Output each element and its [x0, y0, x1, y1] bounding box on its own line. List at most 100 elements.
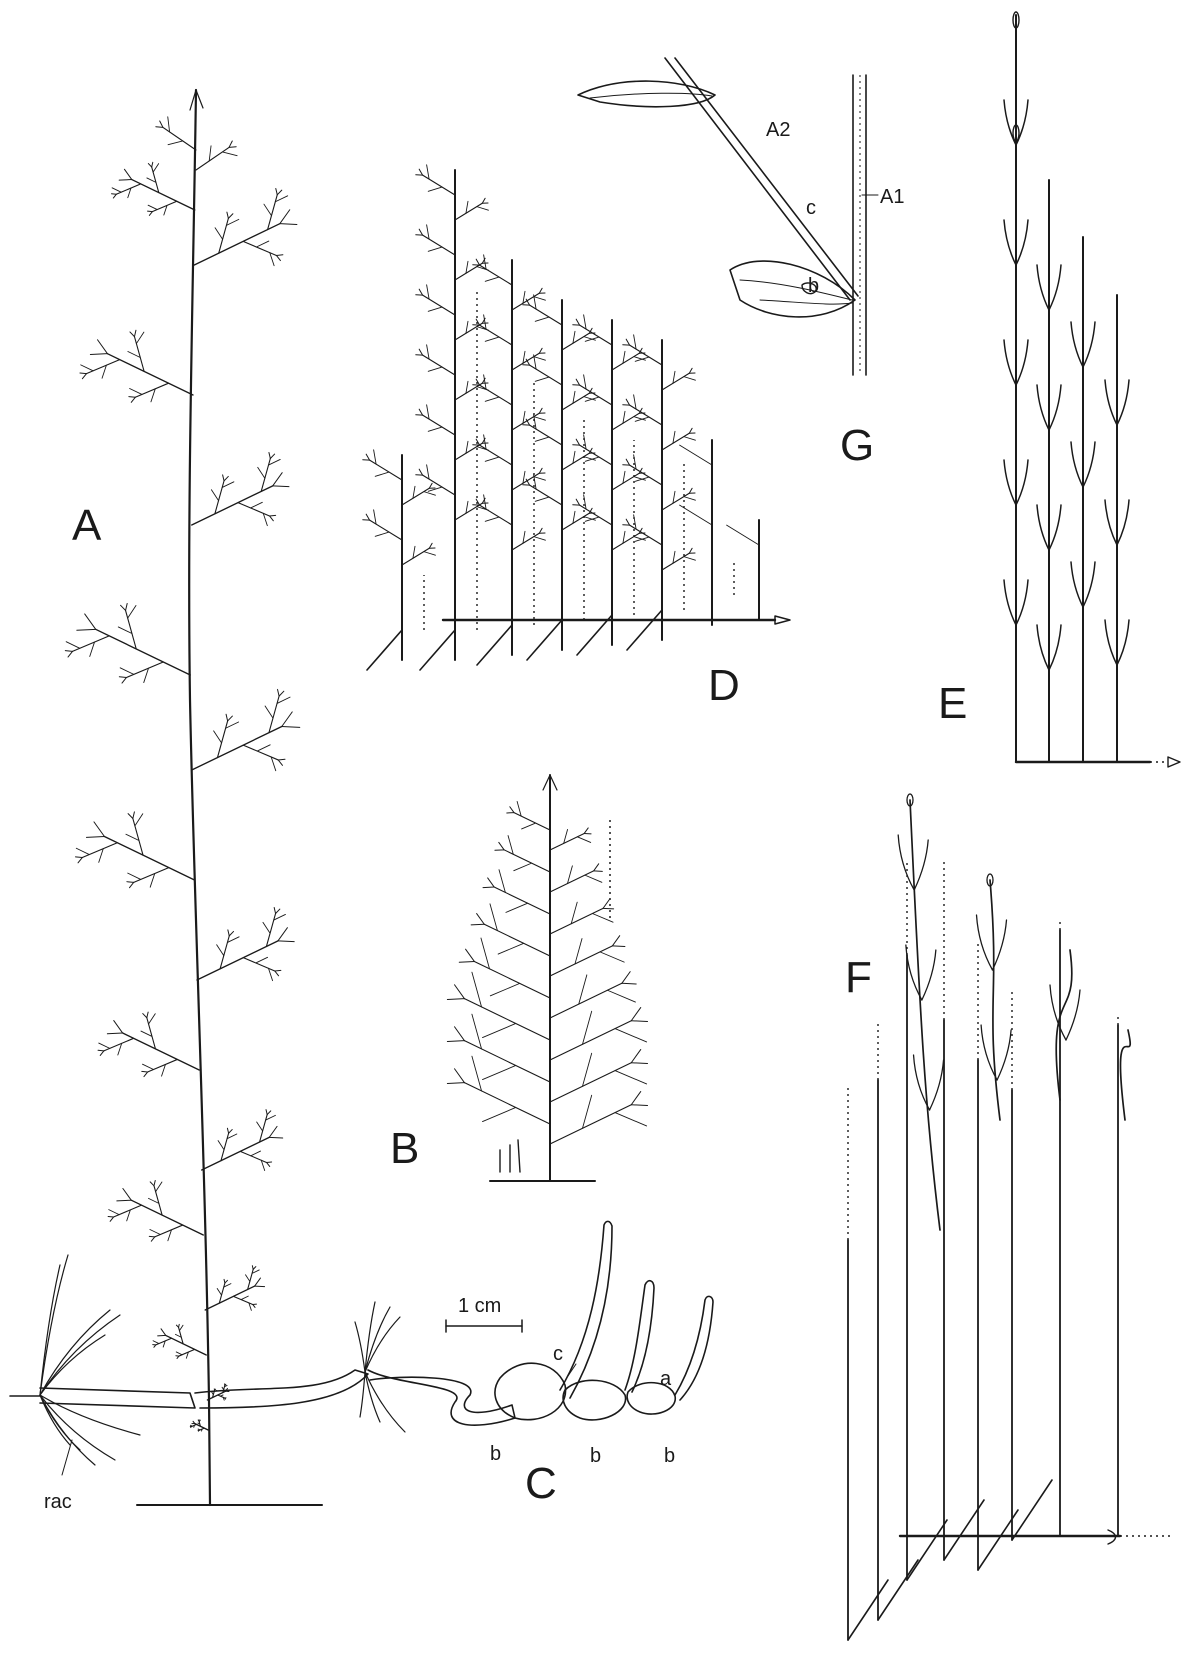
- panel-d-branch: [523, 351, 525, 363]
- panel-label-g: G: [840, 421, 874, 470]
- panel-a-branch: [114, 1021, 123, 1033]
- panel-b-branch: [514, 813, 550, 830]
- panel-e-side-shoot: [1117, 380, 1129, 425]
- panel-d-branch: [634, 515, 636, 529]
- panel-a-branch: [77, 629, 96, 630]
- panel-b-branch: [550, 1063, 631, 1102]
- panel-a-branch: [130, 332, 135, 337]
- panel-e-side-shoot: [1049, 625, 1061, 670]
- panel-a-branch: [227, 212, 228, 218]
- panel-d-branch: [662, 373, 689, 390]
- panel-a-branch: [114, 1205, 142, 1217]
- panel-a-branch: [278, 760, 282, 765]
- panel-d-branch: [480, 445, 512, 465]
- panel-d-branch: [419, 169, 422, 175]
- panel-b-branch: [483, 1065, 516, 1079]
- panel-b-branch: [550, 871, 594, 892]
- panel-d-branch: [419, 409, 422, 415]
- panel-a-branch: [225, 1280, 228, 1283]
- panel-d-branch: [662, 493, 689, 510]
- panel-a-branch: [129, 882, 133, 887]
- panel-b-branch: [622, 972, 630, 984]
- label-b-1: b: [490, 1443, 501, 1465]
- panel-a-branch: [112, 188, 121, 192]
- panel-label-a: A: [72, 501, 102, 550]
- panel-d-branch: [680, 445, 712, 465]
- panel-a-branch: [134, 868, 169, 883]
- panel-d-branch: [535, 317, 549, 321]
- panel-a-branch: [80, 373, 86, 374]
- panel-a-branch: [127, 882, 134, 883]
- panel-b-branch: [483, 1023, 516, 1037]
- panel-d-branch: [573, 331, 575, 343]
- panel-d-branch: [584, 435, 586, 449]
- panel-a-branch: [276, 188, 277, 194]
- panel-a-branch: [65, 651, 72, 652]
- panel-a-branch: [131, 397, 135, 402]
- panel-d-branch: [484, 375, 486, 389]
- panel-a-branch: [163, 127, 196, 150]
- panel-a-branch: [153, 1341, 159, 1344]
- panel-a-branch: [243, 241, 276, 255]
- panel-d-branch: [539, 288, 542, 293]
- panel-b-branch: [510, 807, 514, 813]
- panel-a-branch: [135, 383, 168, 397]
- panel-a-branch: [122, 677, 126, 683]
- panel-a-branch: [238, 503, 270, 516]
- rhizome-tuber-2: [563, 1380, 625, 1420]
- panel-b-branch: [472, 1014, 482, 1049]
- panel-b-branch: [490, 983, 519, 995]
- panel-e-side-shoot: [1049, 265, 1061, 310]
- panel-a-branch: [215, 228, 223, 239]
- panel-d-branch: [684, 377, 696, 381]
- panel-d-branch: [419, 469, 422, 475]
- panel-b-branch: [612, 946, 624, 947]
- panel-e-side-shoot: [1105, 500, 1117, 545]
- panel-b-branch: [466, 949, 475, 961]
- panel-a-branch: [225, 1384, 226, 1385]
- panel-d-branch: [584, 315, 586, 329]
- panel-e-side-shoot: [1083, 322, 1095, 367]
- panel-d-branch: [484, 255, 486, 269]
- panel-b-branch: [615, 1113, 647, 1126]
- panel-d-branch: [539, 348, 542, 353]
- panel-a-branch: [282, 712, 292, 727]
- panel-d-branch: [480, 265, 512, 285]
- panel-label-e: E: [938, 679, 967, 728]
- panel-b-branch: [579, 975, 587, 1004]
- panel-a-branch: [282, 727, 300, 728]
- panel-a-branch: [154, 1186, 162, 1215]
- panel-b-branch: [583, 1053, 592, 1086]
- panel-d-branch: [484, 315, 486, 329]
- panel-e-side-shoot: [1049, 505, 1061, 550]
- roots-middle: [355, 1302, 405, 1432]
- panel-e-side-shoot: [1016, 220, 1028, 265]
- panel-d-branch: [455, 203, 482, 220]
- panel-a-branch: [81, 365, 93, 371]
- panel-d-arrow-icon: [775, 616, 790, 624]
- panel-d-branch: [413, 486, 415, 498]
- panel-b-branch: [477, 914, 485, 925]
- panel-a-branch: [149, 212, 152, 216]
- panel-a-branch: [113, 194, 116, 198]
- panel-d-branch: [684, 497, 696, 501]
- panel-b-branch: [508, 836, 513, 855]
- panel-a-branch: [273, 473, 282, 486]
- panel-b-branch: [607, 990, 635, 1002]
- panel-a-branch: [251, 1151, 261, 1156]
- panel-b-branch: [594, 864, 599, 871]
- panel-a-branch: [90, 354, 107, 355]
- panel-a-branch: [222, 1387, 224, 1389]
- panel-e-side-shoot: [1004, 220, 1016, 265]
- shoot-c-middle: [625, 1281, 654, 1392]
- panel-b-branch: [567, 866, 572, 884]
- panel-a-branch: [104, 837, 194, 880]
- panel-d-branch: [684, 557, 696, 561]
- panel-b-branch: [615, 1029, 647, 1042]
- panel-d-shoot-base: [420, 630, 455, 670]
- panel-d-branch: [523, 471, 525, 483]
- label-rac: rac: [44, 1491, 72, 1513]
- panel-b-branch: [612, 936, 619, 946]
- panel-a-branch: [278, 759, 285, 760]
- panel-a-branch: [222, 152, 237, 156]
